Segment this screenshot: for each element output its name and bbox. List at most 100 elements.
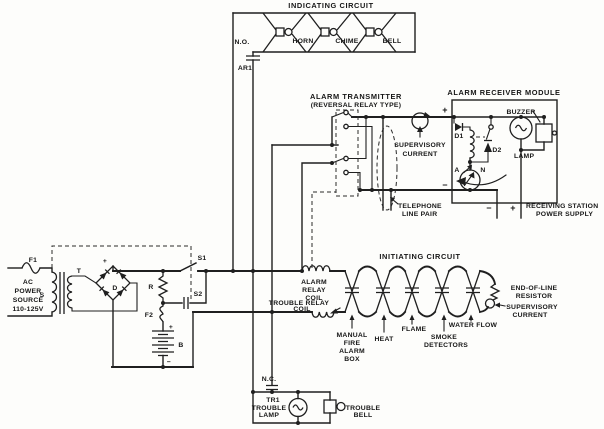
alarm-relay-label-2: RELAY <box>302 287 326 294</box>
d2-label: D2 <box>492 147 501 154</box>
ac-label-4: 110-125V <box>12 306 43 313</box>
meter-a-label: A <box>454 167 459 174</box>
receiver-module-box <box>451 99 558 204</box>
s2-label: S2 <box>194 291 203 298</box>
trouble-relay-label-2: COIL <box>293 306 310 313</box>
trouble-bell-icon <box>323 399 346 414</box>
alarm-transmitter-subtitle: (REVERSAL RELAY TYPE) <box>311 102 401 109</box>
trouble-relay-coil-icon <box>311 311 335 318</box>
manual-label-3: ALARM <box>339 348 365 355</box>
line-minus-label: − <box>442 180 448 190</box>
transformer-icon <box>51 271 73 314</box>
indicating-circuit-section: INDICATING CIRCUIT N.O. AR1 HORN CHIME B… <box>232 1 416 424</box>
end-of-line-resistor-icon <box>489 283 501 301</box>
tr1-label: TR1 <box>266 397 280 404</box>
transmitter-relay-dashed-box <box>335 109 359 197</box>
eol-label-1: END-OF-LINE <box>511 285 558 292</box>
f1-label: F1 <box>29 257 37 264</box>
resistor-r-icon <box>157 271 169 303</box>
trouble-lamp-label-2: LAMP <box>259 412 279 419</box>
ac-label-1: AC <box>23 279 33 286</box>
primary-winding-label: S <box>40 292 45 299</box>
ps-minus-label: − <box>486 203 492 213</box>
receiving-station-label-2: POWER SUPPLY <box>536 211 593 218</box>
bridge-plus-label: + <box>103 258 107 265</box>
fuse-f2-icon <box>159 303 164 323</box>
no-contact-label: N.O. <box>235 39 250 46</box>
battery-icon <box>152 330 174 357</box>
initiating-circuit-section: INITIATING CIRCUIT MANUAL FIRE ALARM BOX… <box>329 252 558 363</box>
trouble-lamp-label-1: TROUBLE <box>252 405 287 412</box>
buzzer-label: BUZZER <box>506 109 535 116</box>
tx-supervisory-label-2: CURRENT <box>403 151 439 158</box>
trouble-bell-label-1: TROUBLE <box>346 405 381 412</box>
nc-contact-label: N.C. <box>262 376 277 383</box>
eol-supervisory-loop-icon <box>484 298 496 309</box>
ac-label-2: POWER <box>15 288 42 295</box>
buzzer-icon <box>535 123 558 143</box>
horn-device-icon <box>262 12 307 53</box>
bell-label: BELL <box>383 38 402 45</box>
resistor-label: R <box>148 284 153 291</box>
receiving-station-label-1: RECEIVING STATION <box>526 203 598 210</box>
telephone-label-2: LINE PAIR <box>402 211 437 218</box>
battery-plus-label: + <box>169 324 173 331</box>
water-flow-label: WATER FLOW <box>449 322 498 329</box>
flame-label: FLAME <box>402 326 427 333</box>
eol-label-2: RESISTOR <box>516 293 553 300</box>
trouble-indicator-section: N.C. TR1 TROUBLE LAMP TROUBLE BELL <box>252 376 381 424</box>
transformer-label: T <box>77 268 82 275</box>
relay-coils-section: ALARM RELAY COIL TROUBLE RELAY COIL <box>192 191 341 318</box>
telephone-line-section: TELEPHONE LINE PAIR <box>376 116 442 218</box>
lamp-label: LAMP <box>514 153 534 160</box>
power-supply-section: F1 AC POWER SOURCE 110-125V S T D + R F2… <box>7 245 303 368</box>
ps-plus-label: + <box>510 203 516 213</box>
tx-supervisory-label-1: SUPERVISORY <box>394 142 446 149</box>
f2-label: F2 <box>145 312 153 319</box>
diode-d2-icon <box>484 139 492 152</box>
ac-label-3: SOURCE <box>13 297 44 304</box>
alarm-receiver-title: ALARM RECEIVER MODULE <box>447 88 560 97</box>
manual-label-1: MANUAL <box>337 332 368 339</box>
line-plus-label: + <box>442 105 448 115</box>
diode-d1-icon <box>455 123 464 131</box>
meter-n-label: N <box>480 167 485 174</box>
initiating-circuit-title: INITIATING CIRCUIT <box>379 252 460 261</box>
telephone-label-1: TELEPHONE <box>398 203 442 210</box>
heat-detector-icon <box>375 270 391 313</box>
indicating-circuit-title: INDICATING CIRCUIT <box>288 1 373 10</box>
init-supervisory-label-2: CURRENT <box>513 312 549 319</box>
chime-device-icon <box>307 12 352 53</box>
battery-minus-label: − <box>167 359 171 366</box>
smoke-label-2: DETECTORS <box>424 342 468 349</box>
alarm-relay-coil-icon <box>301 265 331 272</box>
junction-dots <box>161 115 546 425</box>
trouble-relay-label-1: TROUBLE RELAY <box>269 300 330 307</box>
init-supervisory-label-1: SUPERVISORY <box>506 304 558 311</box>
d1-label: D1 <box>454 133 463 140</box>
waterflow-detector-icon <box>465 270 481 313</box>
manual-label-4: BOX <box>344 356 360 363</box>
alarm-relay-label-3: COIL <box>305 295 322 302</box>
battery-label: B <box>178 342 183 349</box>
bell-device-icon <box>352 12 397 53</box>
alarm-transmitter-title: ALARM TRANSMITTER <box>310 92 402 101</box>
telephone-pair-dashed-oval <box>376 125 398 211</box>
chime-label: CHIME <box>335 38 358 45</box>
trouble-lamp-icon <box>288 397 308 418</box>
manual-label-2: FIRE <box>344 340 361 347</box>
s1-label: S1 <box>198 255 207 262</box>
alarm-relay-label-1: ALARM <box>301 279 327 286</box>
alarm-receiver-section: ALARM RECEIVER MODULE BUZZER LAMP D1 D2 … <box>447 88 598 219</box>
ar1-label: AR1 <box>238 65 252 72</box>
trouble-bell-label-2: BELL <box>354 412 373 419</box>
flame-detector-icon <box>404 270 420 313</box>
smoke-label-1: SMOKE <box>431 334 457 341</box>
smoke-detector-icon <box>434 270 450 313</box>
manual-box-device-icon <box>344 270 360 313</box>
horn-label: HORN <box>292 38 313 45</box>
heat-label: HEAT <box>375 336 395 343</box>
receiver-relay-coil-icon <box>469 129 475 159</box>
